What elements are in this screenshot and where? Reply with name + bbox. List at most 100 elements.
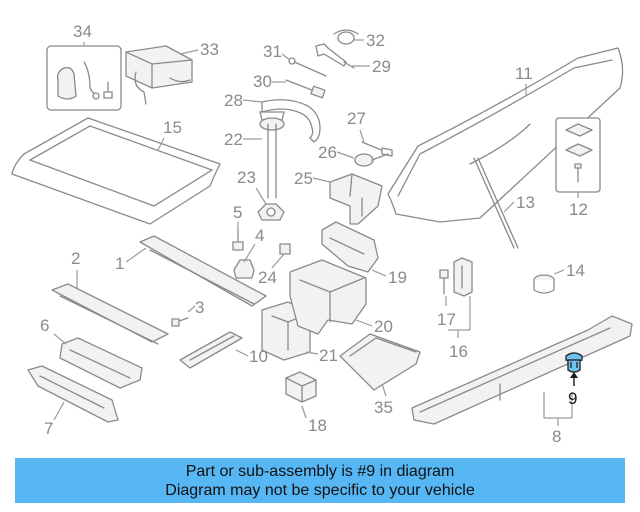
- part-2-rail: [51, 283, 169, 345]
- callout-35: 35: [374, 383, 393, 417]
- svg-text:7: 7: [44, 419, 53, 438]
- callout-17-16: 17 16: [437, 296, 471, 361]
- part-35-bracket: [339, 333, 421, 391]
- callout-28: 28: [224, 91, 263, 110]
- svg-text:22: 22: [224, 130, 243, 149]
- svg-text:26: 26: [318, 143, 337, 162]
- svg-text:4: 4: [255, 226, 264, 245]
- callout-7: 7: [44, 401, 65, 438]
- part-4-bracket: [233, 259, 255, 279]
- svg-text:29: 29: [372, 57, 391, 76]
- callout-8: 8: [543, 392, 573, 446]
- callout-22: 22: [224, 130, 262, 149]
- callout-2: 2: [71, 249, 80, 288]
- callout-34: 34: [73, 22, 92, 46]
- part-17-bolt: [439, 269, 449, 295]
- svg-text:19: 19: [388, 268, 407, 287]
- svg-text:2: 2: [71, 249, 80, 268]
- part-31-tool: [288, 57, 327, 77]
- callout-14: 14: [553, 261, 585, 280]
- banner-line-1: Part or sub-assembly is #9 in diagram: [185, 462, 455, 480]
- svg-text:13: 13: [516, 193, 535, 212]
- callout-25: 25: [294, 169, 331, 188]
- svg-text:21: 21: [319, 346, 338, 365]
- part-7-trim: [27, 365, 119, 423]
- callout-19: 19: [371, 268, 407, 287]
- svg-text:3: 3: [195, 298, 204, 317]
- svg-text:12: 12: [569, 200, 588, 219]
- callout-15: 15: [157, 118, 182, 151]
- svg-text:24: 24: [258, 268, 277, 287]
- callout-10: 10: [235, 347, 268, 366]
- svg-text:20: 20: [374, 317, 393, 336]
- part-15-floor-panel: [11, 117, 221, 225]
- callout-32: 32: [354, 31, 385, 50]
- svg-text:23: 23: [237, 168, 256, 187]
- part-20-carrier: [289, 259, 367, 335]
- part-6-trim: [59, 337, 143, 389]
- part-14-bumper: [533, 274, 555, 294]
- part-19-bracket: [321, 221, 379, 273]
- callout-11: 11: [515, 64, 533, 96]
- callout-13: 13: [503, 193, 535, 213]
- svg-text:31: 31: [263, 42, 282, 61]
- part-10-bracket: [179, 331, 243, 369]
- svg-text:10: 10: [249, 347, 268, 366]
- callout-21: 21: [305, 346, 338, 365]
- part-26-knob: [354, 153, 389, 167]
- svg-text:5: 5: [233, 203, 242, 222]
- svg-text:32: 32: [366, 31, 385, 50]
- part-34-kit: [46, 45, 122, 111]
- part-11-trunk-lid: [387, 47, 624, 223]
- part-32-hook: [333, 29, 359, 45]
- part-16-latch: [453, 257, 473, 297]
- callout-6: 6: [40, 316, 67, 345]
- callout-23: 23: [237, 168, 267, 205]
- callout-18: 18: [301, 405, 327, 435]
- svg-text:34: 34: [73, 22, 92, 41]
- svg-text:30: 30: [253, 72, 272, 91]
- svg-text:33: 33: [200, 40, 219, 59]
- callout-24: 24: [258, 253, 285, 287]
- part-12-badges: [555, 117, 601, 193]
- banner-line-2: Diagram may not be specific to your vehi…: [165, 481, 475, 499]
- part-23-nut: [257, 203, 285, 221]
- part-27-bracket: [361, 141, 393, 157]
- part-24-cap: [279, 243, 291, 255]
- svg-text:14: 14: [566, 261, 585, 280]
- callout-31: 31: [263, 42, 291, 61]
- part-13-strut: [473, 157, 519, 249]
- callout-1: 1: [115, 247, 147, 273]
- callout-9: 9: [568, 372, 578, 408]
- svg-text:15: 15: [163, 118, 182, 137]
- part-33-compressor: [125, 45, 193, 105]
- svg-text:11: 11: [515, 64, 533, 83]
- callout-30: 30: [253, 72, 286, 91]
- part-3-bolt: [171, 317, 189, 327]
- part-30-rod: [285, 79, 326, 99]
- callout-27: 27: [347, 109, 366, 143]
- svg-text:35: 35: [374, 398, 393, 417]
- svg-text:9: 9: [568, 389, 577, 408]
- part-1-crossmember: [139, 235, 267, 307]
- part-29-wrench: [315, 43, 355, 69]
- callout-33: 33: [179, 40, 219, 59]
- callout-12: 12: [569, 192, 588, 219]
- part-18-block: [285, 371, 317, 403]
- part-5-bolt: [232, 229, 244, 251]
- part-9-clip[interactable]: [565, 352, 583, 373]
- svg-text:28: 28: [224, 91, 243, 110]
- svg-text:16: 16: [449, 342, 468, 361]
- parts-diagram: 34 33 32 31 29 30: [11, 22, 633, 446]
- callout-26: 26: [318, 143, 355, 162]
- callout-29: 29: [352, 57, 391, 76]
- part-8-rear-panel: [411, 315, 633, 425]
- callout-20: 20: [355, 317, 393, 336]
- callout-5: 5: [233, 203, 242, 232]
- callout-4: 4: [243, 226, 264, 263]
- svg-text:18: 18: [308, 416, 327, 435]
- part-28-tube: [261, 99, 321, 143]
- svg-text:27: 27: [347, 109, 366, 128]
- part-25-mount: [329, 173, 383, 225]
- part-22-jack: [259, 111, 285, 199]
